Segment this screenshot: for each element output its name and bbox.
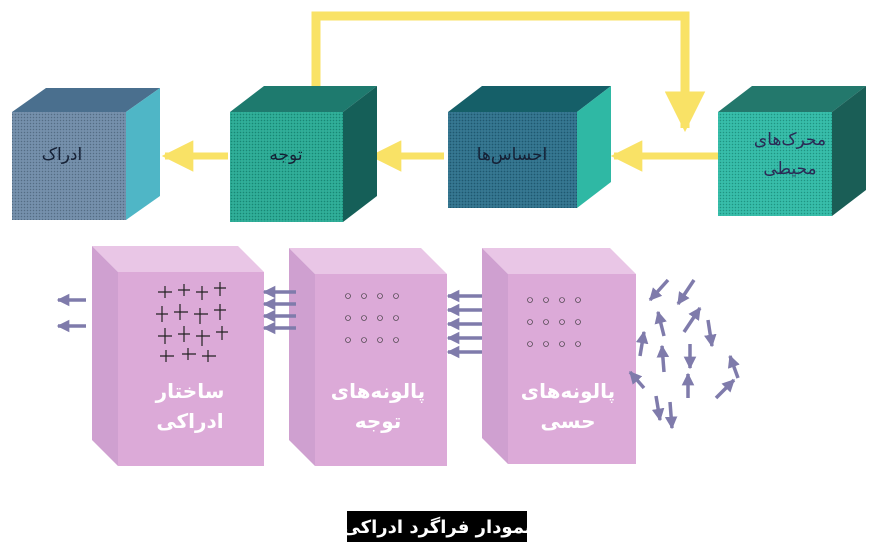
cube-attention-label: توجه [269, 145, 302, 165]
box-attention-filters: پالونه‌های توجه [289, 248, 447, 466]
box-attention-line2: توجه [355, 409, 402, 433]
box-cognitive-structure: ساختار ادراکی [92, 246, 264, 466]
cube-stimuli-line2: محیطی [763, 159, 816, 179]
cube-sensations: احساس‌ها [448, 86, 611, 208]
cube-sensations-label: احساس‌ها [477, 145, 547, 165]
arrows-into-attention-filters [446, 289, 482, 359]
caption-text: نمودار فراگرد ادراکی [342, 516, 531, 538]
box-sensory-filters: پالونه‌های حسی [482, 248, 636, 464]
diagram-caption: نمودار فراگرد ادراکی [342, 511, 532, 542]
output-arrows [56, 293, 86, 333]
cognitive-structure-pattern [156, 282, 228, 362]
cube-perception-label: ادراک [42, 145, 82, 165]
cube-stimuli: محرک‌های محیطی [718, 86, 866, 216]
cube-perception: ادراک [12, 88, 160, 220]
arrows-into-cognitive [262, 285, 296, 335]
box-cognitive-line2: ادراکی [156, 409, 223, 433]
stimuli-arrows [628, 278, 740, 430]
cube-attention: توجه [230, 86, 377, 222]
box-sensory-line2: حسی [541, 409, 596, 433]
cube-stimuli-line1: محرک‌های [754, 130, 826, 150]
box-attention-line1: پالونه‌های [331, 379, 425, 404]
attention-filter-dots [345, 293, 399, 343]
feedback-arrow [311, 11, 706, 133]
box-sensory-line1: پالونه‌های [521, 379, 615, 404]
sensory-filter-dots [527, 297, 581, 347]
box-cognitive-line1: ساختار [155, 379, 225, 403]
